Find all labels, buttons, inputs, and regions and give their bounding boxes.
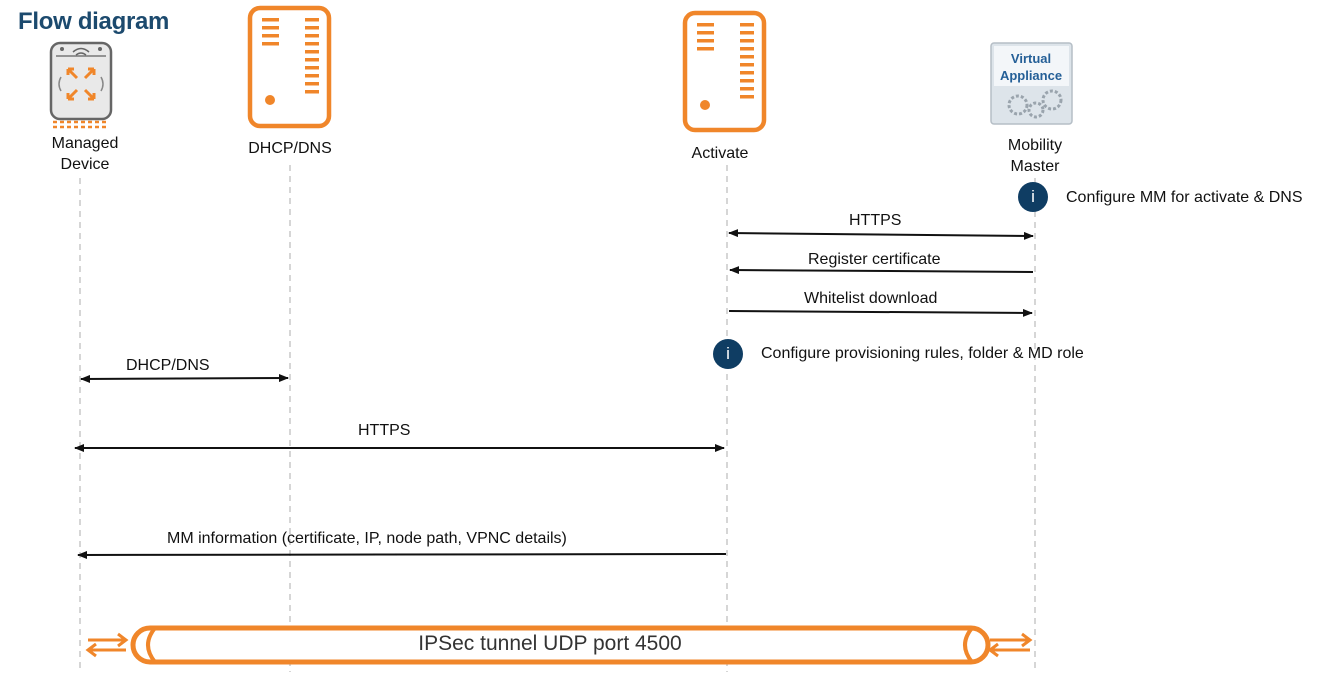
actor-label-mobility-master: Mobility Master bbox=[1007, 137, 1063, 175]
ipsec-tunnel bbox=[130, 625, 991, 665]
note-configure-provisioning: Configure provisioning rules, folder & M… bbox=[761, 345, 1084, 362]
note-configure-mm: Configure MM for activate & DNS bbox=[1066, 189, 1303, 206]
arrow-mm-information bbox=[77, 550, 727, 559]
tunnel-label: IPSec tunnel UDP port 4500 bbox=[418, 632, 682, 655]
message-label-whitelist-download: Whitelist download bbox=[804, 290, 938, 307]
actor-label-activate: Activate bbox=[691, 145, 749, 162]
actor-label-dhcp-dns: DHCP/DNS bbox=[248, 140, 332, 157]
actor-label-managed-device: Managed Device bbox=[51, 135, 119, 173]
message-label-https-activate-mm: HTTPS bbox=[849, 212, 902, 229]
message-label-dhcp-dns: DHCP/DNS bbox=[126, 357, 210, 374]
activate-server-icon bbox=[682, 10, 767, 133]
message-label-mm-information: MM information (certificate, IP, node pa… bbox=[167, 530, 567, 547]
arrow-dhcp-dns bbox=[80, 374, 289, 383]
dhcp-dns-server-icon bbox=[247, 5, 332, 129]
info-icon: i bbox=[1018, 182, 1048, 212]
message-label-register-certificate: Register certificate bbox=[808, 251, 941, 268]
virtual-appliance-icon: Virtual Appliance bbox=[990, 42, 1073, 125]
message-label-https-md-activate: HTTPS bbox=[358, 422, 411, 439]
page-title: Flow diagram bbox=[18, 8, 170, 35]
appliance-badge-line1: Virtual bbox=[1011, 51, 1051, 66]
arrow-whitelist-download bbox=[728, 308, 1033, 317]
appliance-badge-line2: Appliance bbox=[1000, 68, 1062, 83]
tunnel-left-arrows-icon bbox=[85, 632, 129, 658]
info-icon: i bbox=[713, 339, 743, 369]
arrow-register-certificate bbox=[729, 266, 1034, 275]
managed-device-icon bbox=[49, 41, 113, 129]
tunnel-right-arrows-icon bbox=[987, 632, 1033, 658]
arrow-https-activate-mm bbox=[728, 229, 1034, 240]
